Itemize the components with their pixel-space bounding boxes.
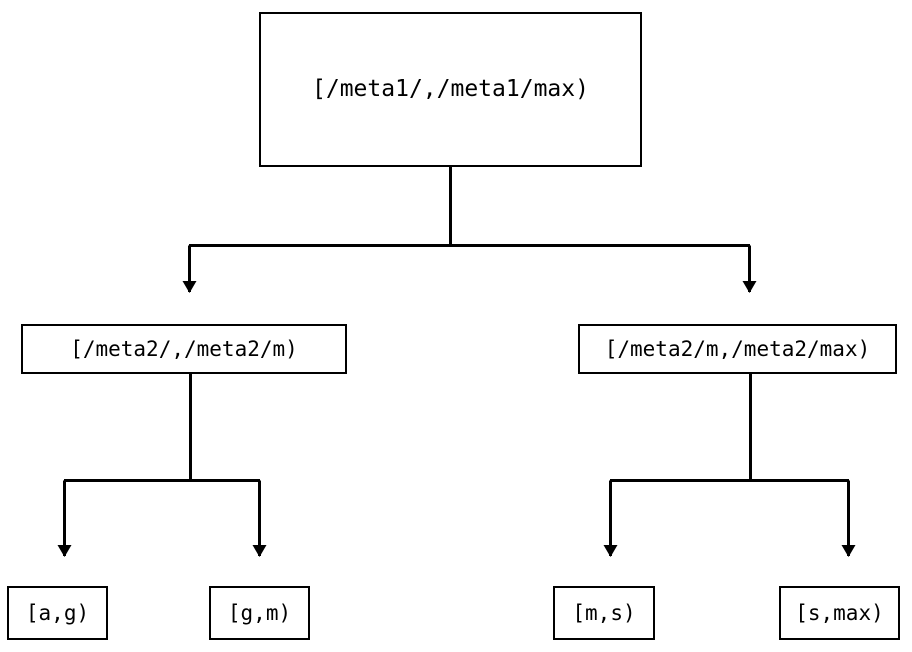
tree-node-leaf-gm-label: [g,m) xyxy=(227,600,292,625)
tree-node-mid-left-label: [/meta2/,/meta2/m) xyxy=(70,336,298,361)
tree-node-leaf-ag-label: [a,g) xyxy=(25,600,90,625)
tree-node-mid-right[interactable]: [/meta2/m,/meta2/max) xyxy=(578,324,897,374)
tree-node-root[interactable]: [/meta1/,/meta1/max) xyxy=(259,12,642,167)
edge-mid-left-to-leaves xyxy=(57,374,267,557)
tree-node-leaf-ms-label: [m,s) xyxy=(572,600,636,625)
tree-node-mid-right-label: [/meta2/m,/meta2/max) xyxy=(604,336,871,361)
edge-root-to-mid-level xyxy=(182,167,757,293)
edge-mid-right-to-leaves xyxy=(603,374,856,557)
tree-node-leaf-smax[interactable]: [s,max) xyxy=(779,586,900,640)
tree-node-mid-left[interactable]: [/meta2/,/meta2/m) xyxy=(21,324,347,374)
tree-node-leaf-smax-label: [s,max) xyxy=(795,600,884,625)
tree-node-leaf-gm[interactable]: [g,m) xyxy=(209,586,310,640)
tree-node-leaf-ag[interactable]: [a,g) xyxy=(7,586,108,640)
tree-node-root-label: [/meta1/,/meta1/max) xyxy=(312,76,589,102)
tree-node-leaf-ms[interactable]: [m,s) xyxy=(553,586,655,640)
